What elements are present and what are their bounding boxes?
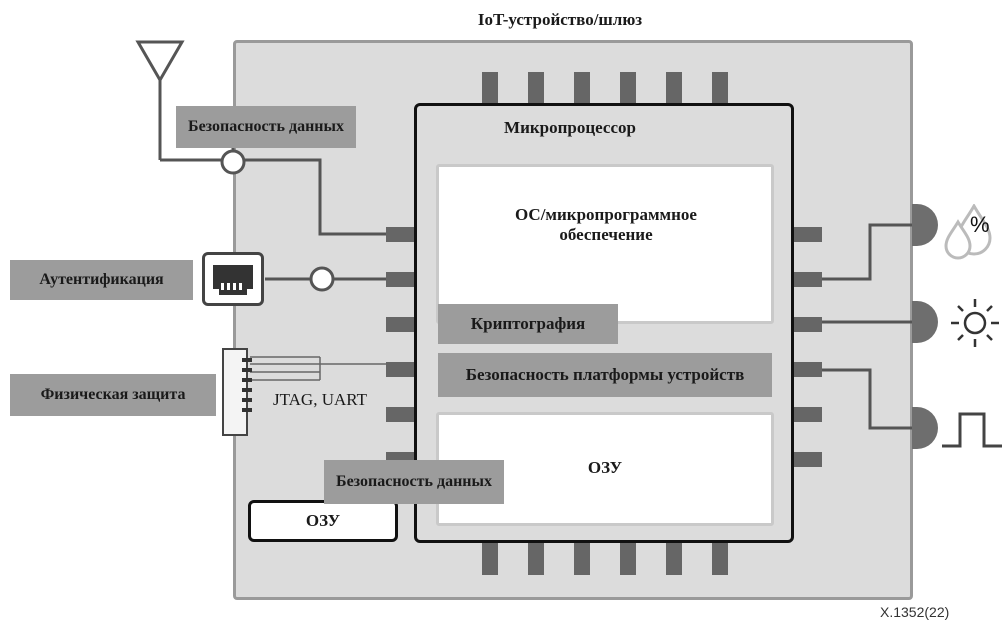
- mcu-pin: [386, 407, 416, 422]
- mcu-pin: [666, 72, 682, 104]
- ram-outer-label: ОЗУ: [305, 511, 341, 530]
- mcu-pin: [386, 317, 416, 332]
- mcu-pin: [792, 407, 822, 422]
- mcu-pin: [666, 541, 682, 575]
- mcu-pin: [620, 541, 636, 575]
- humidity-percent-symbol: %: [970, 212, 990, 237]
- debug-connector-pins: [242, 358, 252, 426]
- platform-security-label: Безопасность платформы устройств: [438, 353, 772, 397]
- microprocessor-label: Микропроцессор: [504, 118, 636, 137]
- ram-outer-box: [248, 500, 398, 542]
- square-wave-icon: [942, 412, 1002, 448]
- mcu-pin: [528, 541, 544, 575]
- cryptography-label: Криптография: [438, 304, 618, 344]
- mcu-pin: [792, 317, 822, 332]
- diagram-title: IoT-устройство/шлюз: [477, 10, 643, 29]
- data-security-bottom-label: Безопасность данных: [324, 460, 504, 504]
- mcu-pin: [574, 72, 590, 104]
- mcu-pin: [386, 272, 416, 287]
- ram-inner-label: ОЗУ: [587, 458, 623, 477]
- mcu-pin: [792, 272, 822, 287]
- sun-icon: [951, 299, 999, 347]
- debug-connector: [222, 348, 248, 436]
- authentication-label: Аутентификация: [10, 260, 193, 300]
- mcu-pin: [712, 541, 728, 575]
- mcu-pin: [792, 362, 822, 377]
- data-security-top-label: Безопасность данных: [176, 106, 356, 148]
- physical-protection-label: Физическая защита: [10, 374, 216, 416]
- mcu-pin: [482, 72, 498, 104]
- antenna-icon: [135, 40, 185, 160]
- ethernet-port-icon: [202, 252, 264, 306]
- figure-id: X.1352(22): [880, 604, 950, 620]
- mcu-pin: [386, 362, 416, 377]
- os-firmware-box: [436, 164, 774, 324]
- mcu-pin: [482, 541, 498, 575]
- os-firmware-label: ОС/микропрограммное обеспечение: [515, 205, 697, 244]
- mcu-pin: [792, 227, 822, 242]
- mcu-pin: [712, 72, 728, 104]
- mcu-pin: [792, 452, 822, 467]
- mcu-pin: [620, 72, 636, 104]
- mcu-pin: [528, 72, 544, 104]
- mcu-pin: [574, 541, 590, 575]
- debug-ports-label: JTAG, UART: [273, 390, 367, 409]
- humidity-drops-icon: [944, 204, 992, 260]
- mcu-pin: [386, 227, 416, 242]
